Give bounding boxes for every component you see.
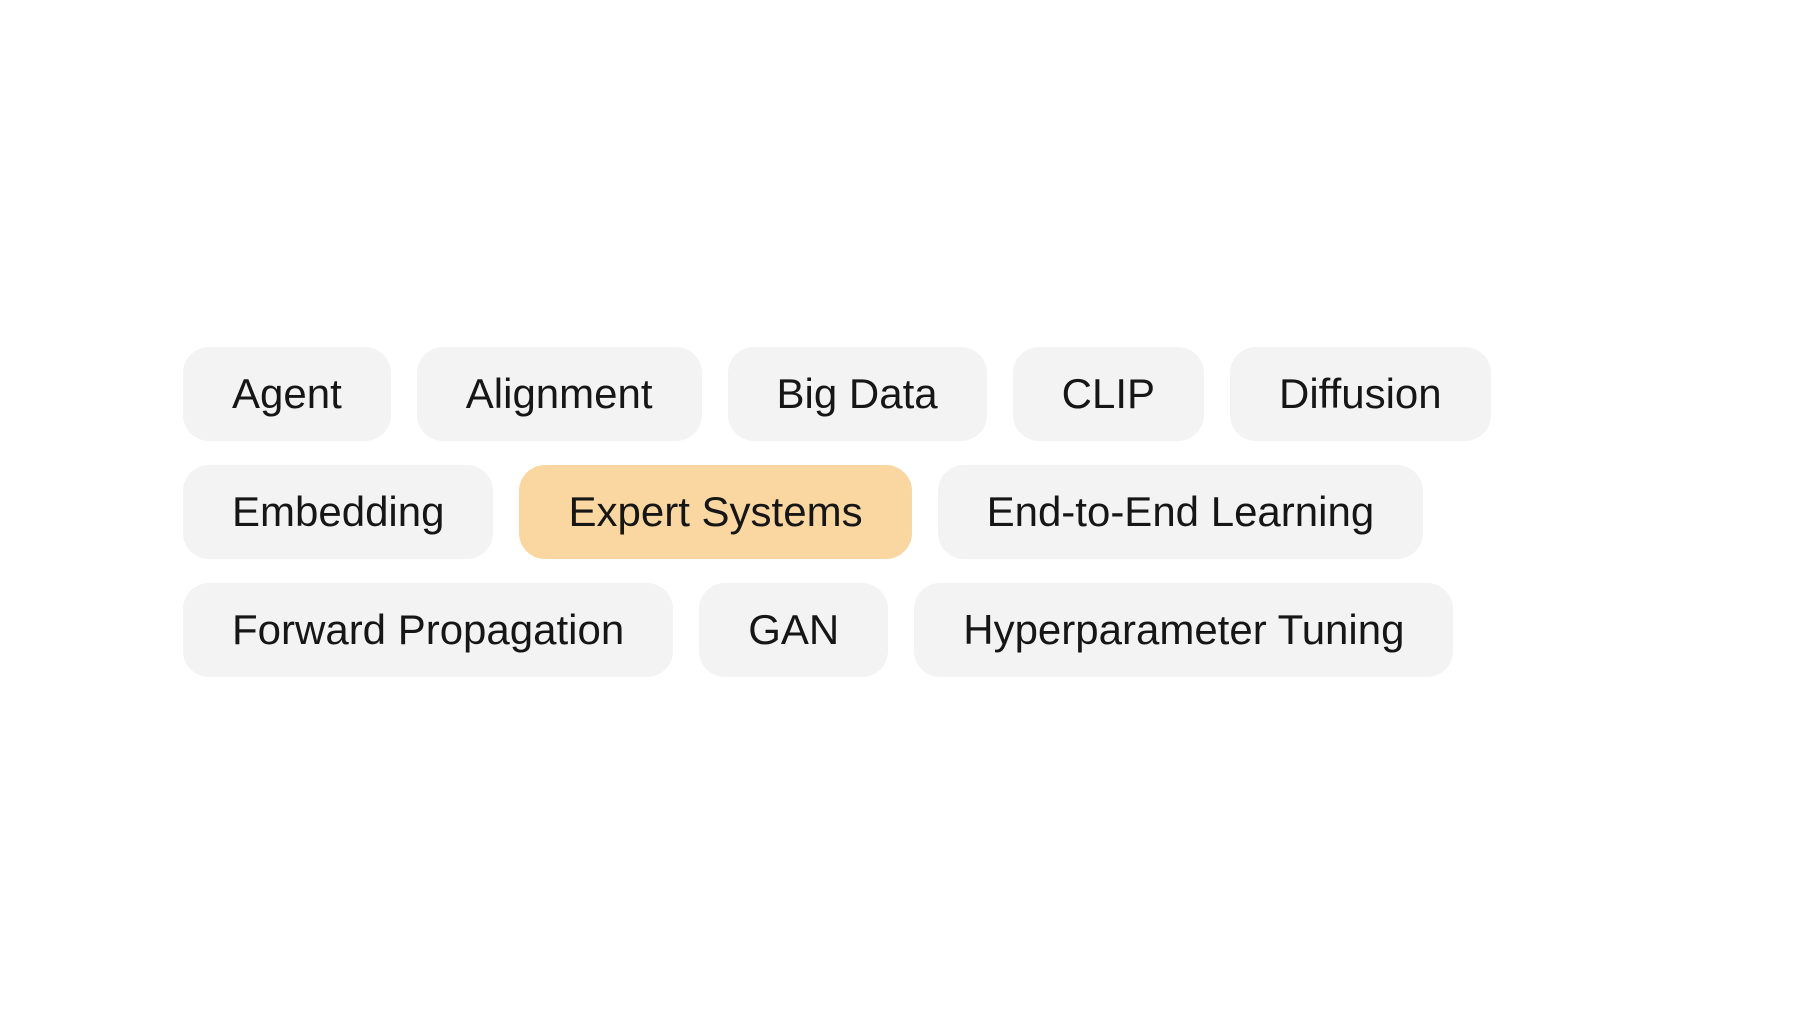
tag-pill-big-data[interactable]: Big Data: [727, 347, 987, 441]
tag-pill-agent[interactable]: Agent: [183, 347, 391, 441]
tag-pill-embedding[interactable]: Embedding: [183, 465, 494, 559]
tag-pill-hyperparameter-tuning[interactable]: Hyperparameter Tuning: [914, 583, 1454, 677]
tag-pill-alignment[interactable]: Alignment: [416, 347, 702, 441]
tag-row-3: Forward Propagation GAN Hyperparameter Tun…: [183, 583, 1491, 677]
tag-pill-end-to-end-learning[interactable]: End-to-End Learning: [937, 465, 1424, 559]
tag-pill-gan[interactable]: GAN: [699, 583, 889, 677]
tag-pill-expert-systems[interactable]: Expert Systems: [519, 465, 912, 559]
tag-pill-forward-propagation[interactable]: Forward Propagation: [183, 583, 674, 677]
tag-pill-diffusion[interactable]: Diffusion: [1230, 347, 1491, 441]
tag-row-2: Embedding Expert Systems End-to-End Learni…: [183, 465, 1491, 559]
tag-pill-clip[interactable]: CLIP: [1012, 347, 1204, 441]
tag-row-1: Agent Alignment Big Data CLIP Diffusion: [183, 347, 1491, 441]
